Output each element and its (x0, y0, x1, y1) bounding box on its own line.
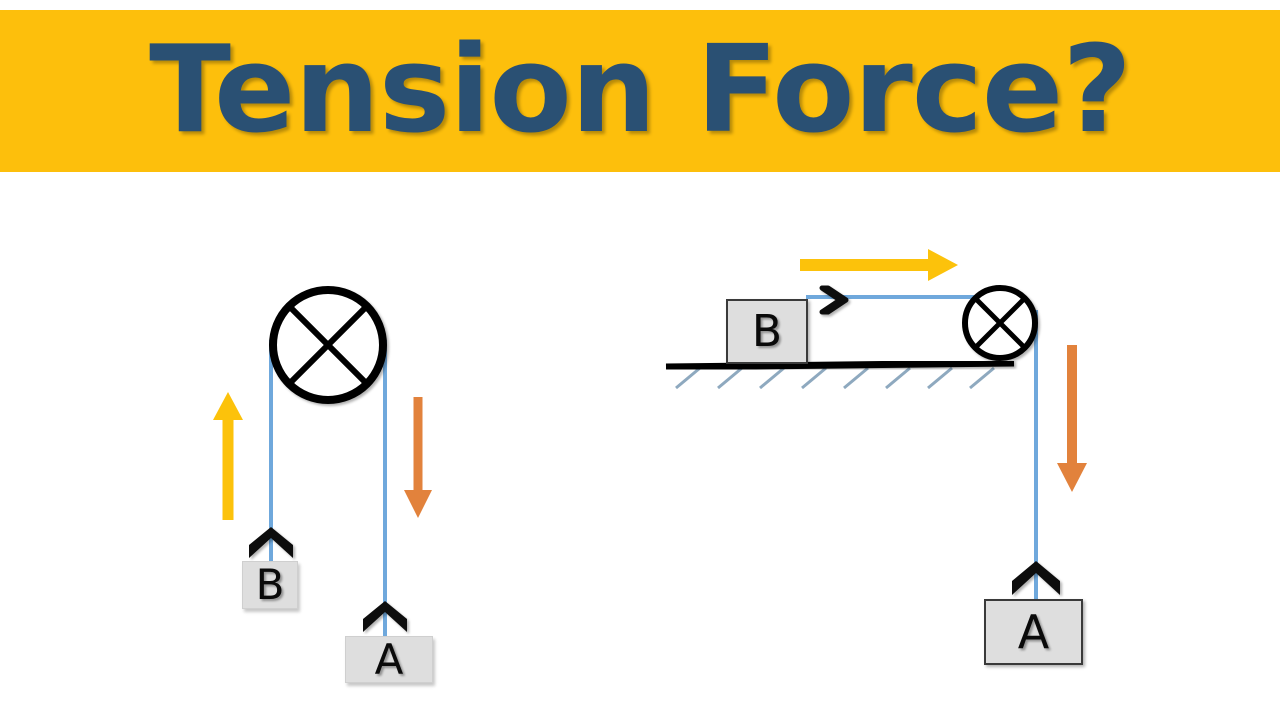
mass-block-a-right: A (984, 599, 1083, 665)
pulley-spoke-left-b (286, 303, 370, 387)
mass-block-b-left: B (242, 561, 298, 609)
weight-arrow-left-orange (404, 397, 432, 518)
hook-icon-left-b (249, 527, 293, 558)
hook-icon-left-a (363, 601, 407, 632)
mass-block-a-left: A (345, 636, 433, 683)
ground-hatching (675, 366, 995, 390)
pulley-spoke-right-b (973, 296, 1027, 350)
hook-icon-right-a (1012, 561, 1060, 595)
mass-block-label: B (751, 305, 783, 357)
mass-block-label: B (255, 560, 285, 609)
page-title: Tension Force? (149, 21, 1132, 160)
mass-block-label: A (374, 634, 404, 684)
pulley-wheel-right (962, 285, 1038, 361)
ground-line (665, 359, 1015, 371)
mass-block-label: A (1017, 605, 1050, 659)
title-banner: Tension Force? (0, 10, 1280, 172)
tension-arrow-right-yellow (800, 249, 958, 281)
pulley-wheel-left (269, 286, 387, 404)
pulley-spoke-right-a (973, 296, 1027, 350)
weight-arrow-right-orange (1057, 345, 1087, 492)
mass-block-b-right: B (726, 299, 808, 364)
rope-direction-chevron-icon (819, 285, 849, 315)
tension-arrow-left-yellow (213, 392, 243, 520)
pulley-spoke-left-a (286, 303, 370, 387)
